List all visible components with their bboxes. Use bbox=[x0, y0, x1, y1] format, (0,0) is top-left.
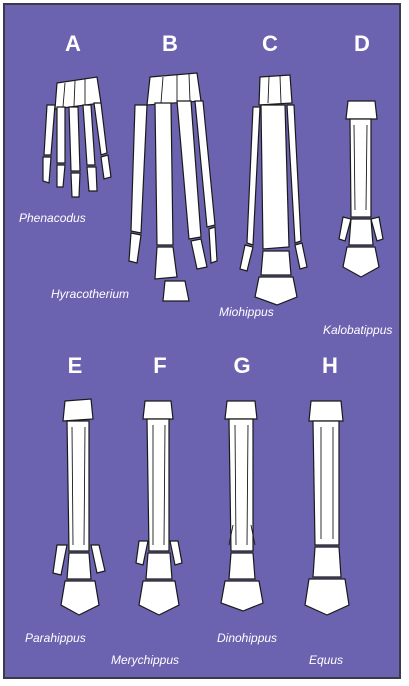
species-label-h: Equus bbox=[309, 653, 343, 667]
figure-panel: A B C D E F G H bbox=[3, 3, 401, 679]
species-label-g: Dinohippus bbox=[217, 631, 277, 645]
foot-e-parahippus bbox=[53, 399, 105, 615]
foot-f-merychippus bbox=[136, 401, 182, 615]
species-label-a: Phenacodus bbox=[19, 211, 86, 225]
foot-bones-illustration bbox=[5, 5, 399, 677]
species-label-e: Parahippus bbox=[25, 631, 86, 645]
foot-b-hyracotherium bbox=[129, 73, 217, 301]
foot-g-dinohippus bbox=[221, 401, 263, 611]
species-label-c: Miohippus bbox=[219, 305, 274, 319]
foot-c-miohippus bbox=[240, 75, 307, 305]
foot-h-equus bbox=[305, 401, 349, 615]
species-label-b: Hyracotherium bbox=[51, 287, 129, 301]
foot-d-kalobatippus bbox=[339, 101, 383, 277]
foot-a-phenacodus bbox=[43, 77, 111, 197]
species-label-d: Kalobatippus bbox=[323, 323, 392, 337]
species-label-f: Merychippus bbox=[111, 653, 179, 667]
